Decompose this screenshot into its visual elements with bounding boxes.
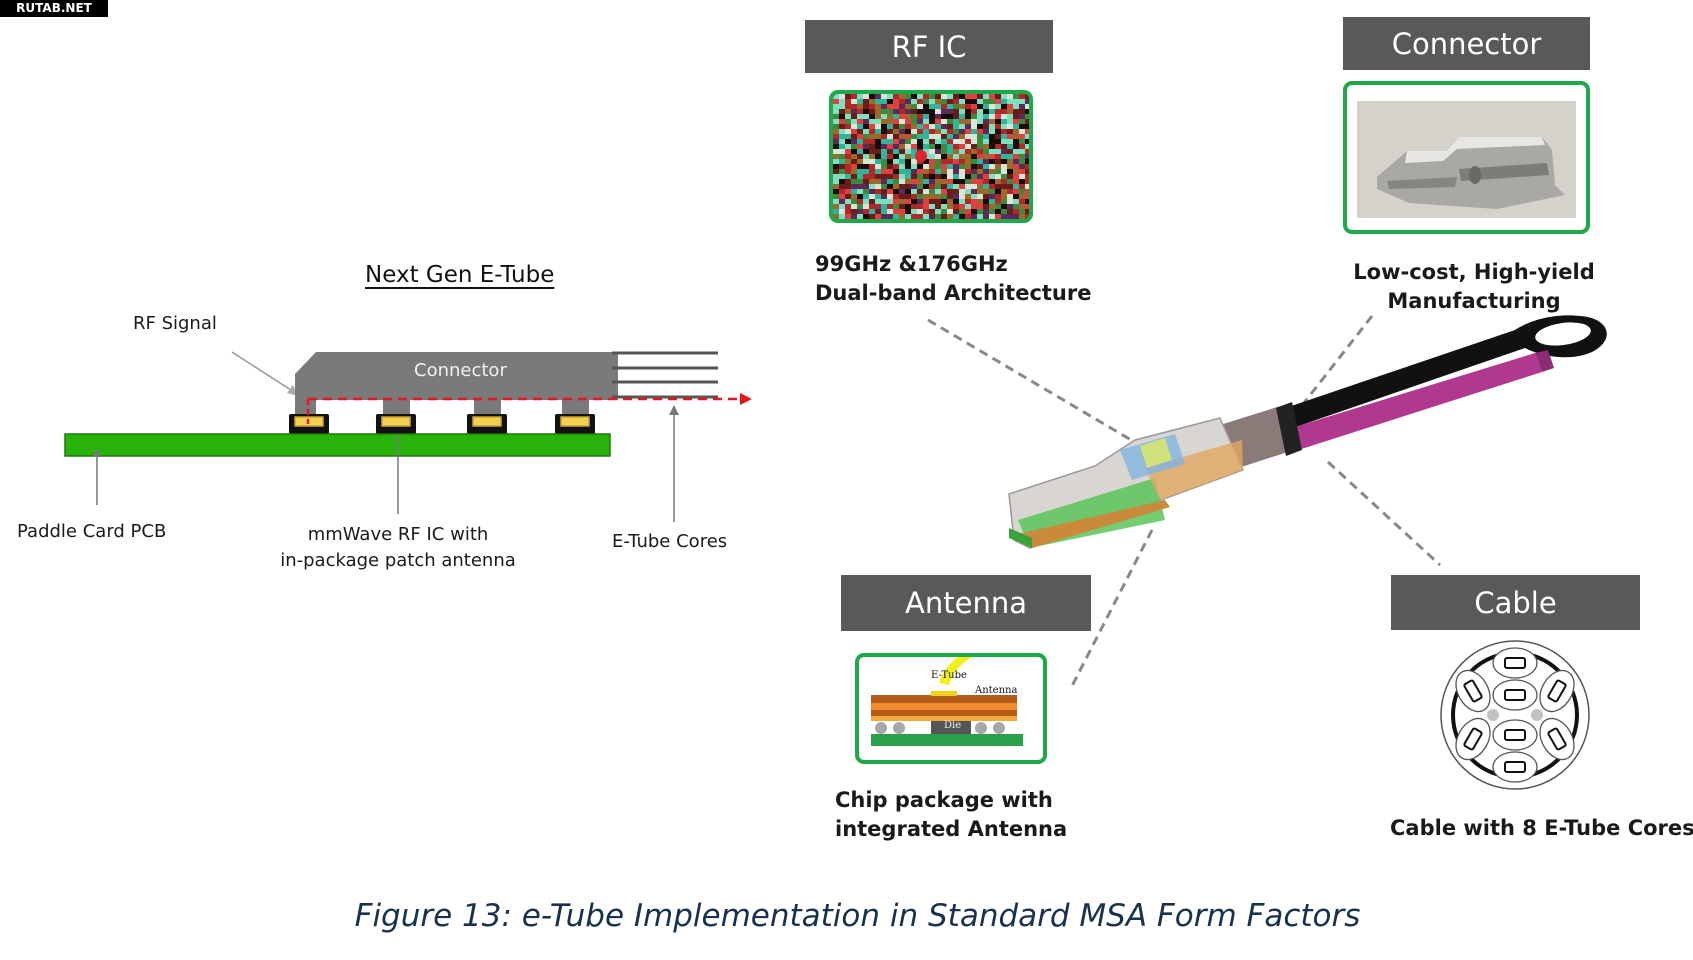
filler xyxy=(1487,709,1499,721)
rf-signal-arrow xyxy=(740,393,752,405)
module-edge-contacts xyxy=(1014,500,1170,548)
etube-cores-label: E-Tube Cores xyxy=(612,531,728,552)
etube-signal-beam xyxy=(939,657,972,685)
connector-part-icon xyxy=(1357,101,1576,218)
antenna-image-box xyxy=(855,653,1047,764)
etube-cross-section-diagram xyxy=(64,351,752,522)
etube-core xyxy=(1539,669,1575,713)
connector-leg xyxy=(295,398,316,416)
patch-antenna xyxy=(472,416,502,427)
patch-antenna xyxy=(381,416,411,427)
paddle-card-label: Paddle Card PCB xyxy=(17,521,167,542)
die-inner-label: Die xyxy=(944,720,962,731)
die-block xyxy=(931,721,971,734)
cable-header: Cable xyxy=(1391,575,1640,630)
diagram-title: Next Gen E-Tube xyxy=(365,262,555,288)
etube-inner-label: E-Tube xyxy=(931,670,967,681)
rf-ic-chips xyxy=(289,414,595,434)
connector-body-label: Connector xyxy=(414,360,507,381)
rf-ic-die-icon xyxy=(833,94,1029,219)
rf-ic-label-line1: mmWave RF IC with xyxy=(307,524,489,545)
paddle-card-pcb xyxy=(64,433,611,457)
cores-leader-arrow xyxy=(669,405,679,415)
connector-desc-line1: Low-cost, High-yield xyxy=(1353,260,1595,284)
connector-callout-line xyxy=(1298,315,1374,409)
connector-leg xyxy=(562,400,589,414)
chip-package-icon xyxy=(871,657,1023,746)
etube-core xyxy=(1539,717,1575,761)
figure-caption: Figure 13: e-Tube Implementation in Stan… xyxy=(354,898,1361,934)
etube-core xyxy=(1492,751,1538,783)
cable-desc: Cable with 8 E-Tube Cores xyxy=(1390,816,1693,840)
cable-boot-icon xyxy=(1285,353,1542,452)
etube-core-lines xyxy=(612,351,718,399)
rf-signal-leader-line xyxy=(231,351,295,393)
antenna-inner-label: Antenna xyxy=(975,685,1018,696)
pull-tab-icon xyxy=(1250,315,1607,440)
module-illustration xyxy=(927,315,1607,687)
antenna-desc-line2: integrated Antenna xyxy=(835,817,1068,841)
rf-ic-label-line2: in-package patch antenna xyxy=(280,550,516,571)
etube-core xyxy=(1455,669,1491,713)
pcb-leader-arrow xyxy=(93,448,101,457)
connector-leg xyxy=(383,400,410,414)
rf-ic-image-box xyxy=(829,90,1033,223)
antenna-patch xyxy=(931,691,957,696)
rf-signal-label: RF Signal xyxy=(133,313,217,334)
watermark-badge: RUTAB.NET xyxy=(0,0,108,17)
cable-callout-line xyxy=(1326,460,1442,567)
rf-ic-desc-line1: 99GHz &176GHz xyxy=(815,252,1008,276)
rf-ic-callout-line xyxy=(927,318,1166,462)
etube-core xyxy=(1492,647,1538,679)
module-pcb-gold xyxy=(1145,440,1243,500)
etube-core xyxy=(1492,719,1538,751)
etube-core xyxy=(1455,717,1491,761)
connector-image-box xyxy=(1343,81,1590,234)
die-feature xyxy=(915,150,927,162)
rf-ic-header: RF IC xyxy=(805,20,1053,73)
connector-desc-line2: Manufacturing xyxy=(1387,289,1561,313)
rf-ic-desc-line2: Dual-band Architecture xyxy=(815,281,1092,305)
patch-antenna xyxy=(560,416,590,427)
connector-leg xyxy=(474,400,501,414)
antenna-header: Antenna xyxy=(841,575,1091,631)
etube-core xyxy=(1492,679,1538,711)
pull-tab-hole xyxy=(1535,322,1591,346)
filler xyxy=(1531,709,1543,721)
antenna-desc-line1: Chip package with xyxy=(835,788,1053,812)
cable-cross-section-icon xyxy=(1440,640,1590,790)
connector-body xyxy=(295,352,618,400)
connector-header: Connector xyxy=(1343,17,1590,70)
